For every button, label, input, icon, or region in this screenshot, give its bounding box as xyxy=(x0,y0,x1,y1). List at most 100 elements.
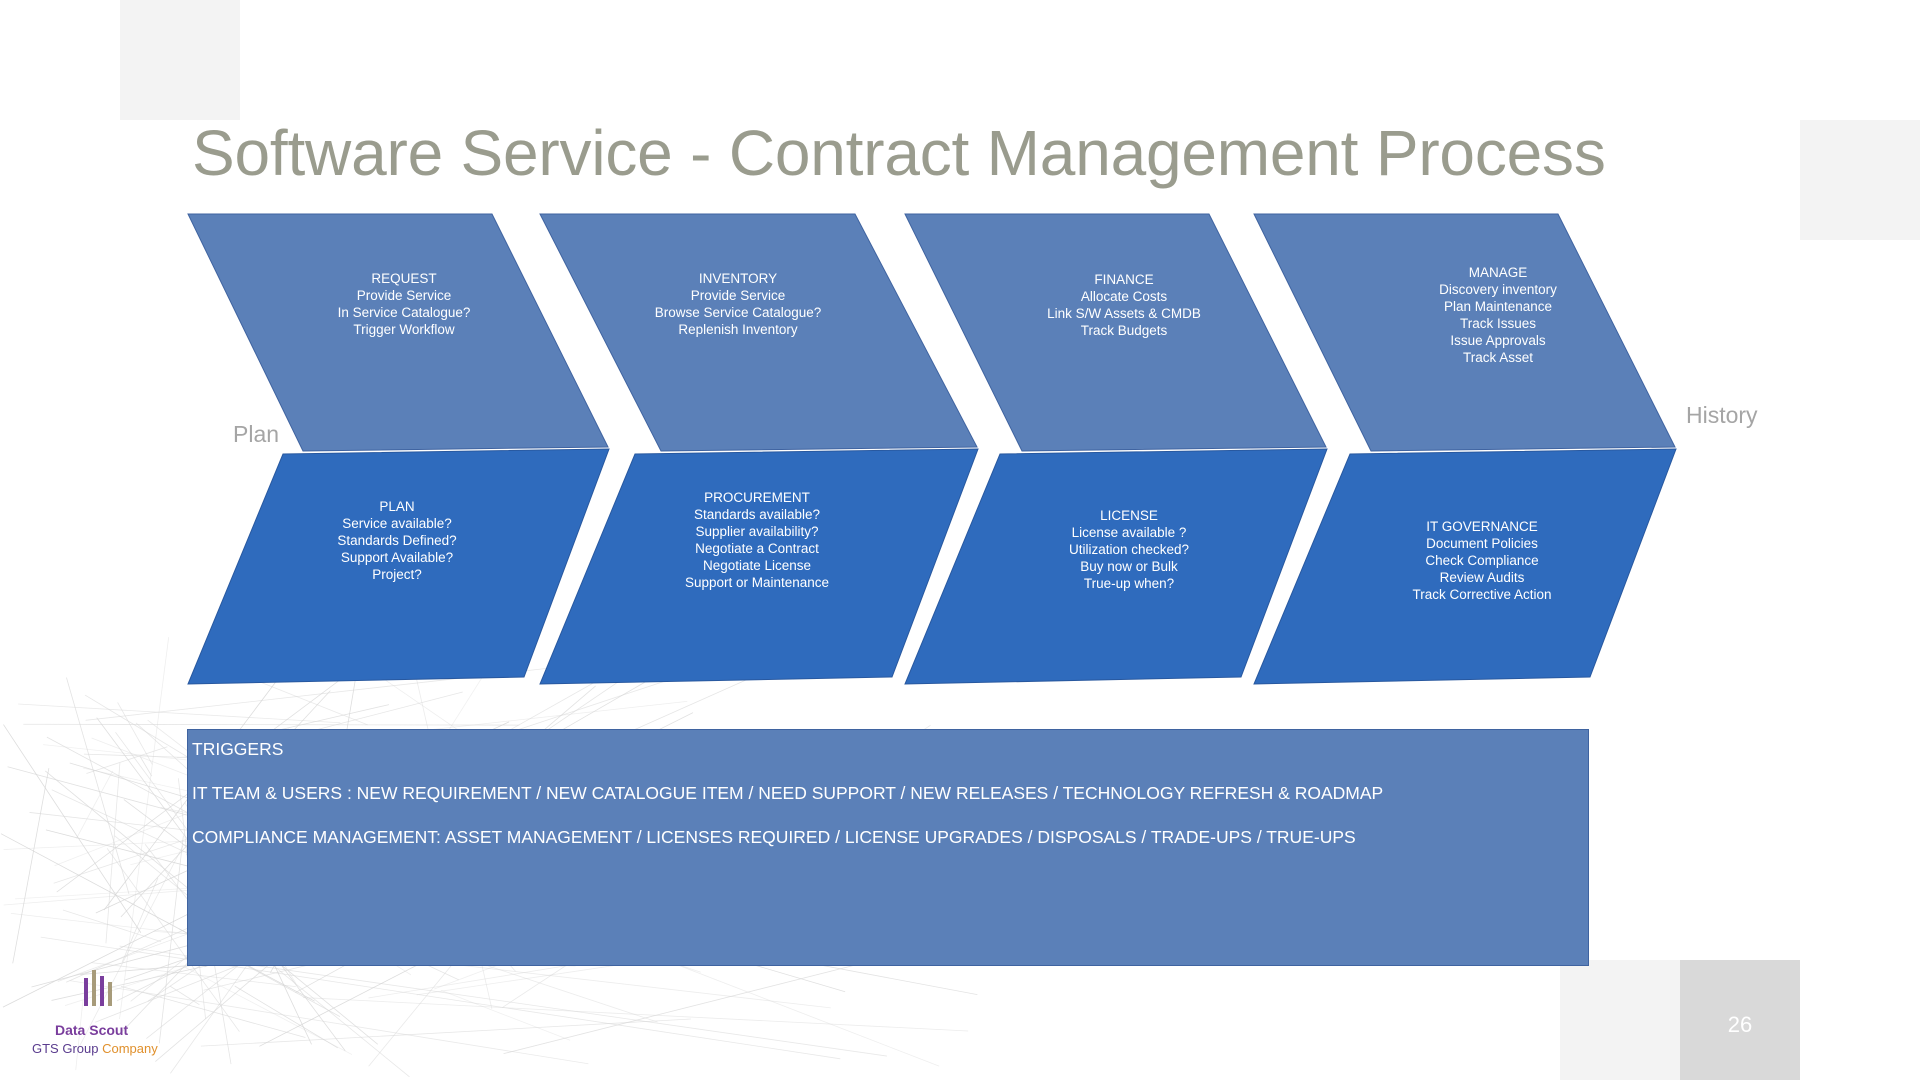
stage-item: License available ? xyxy=(1071,525,1187,540)
stage-heading: MANAGE xyxy=(1468,265,1528,280)
decor-line xyxy=(62,909,162,942)
bar-chart-logo-icon xyxy=(84,970,112,1006)
decor-square-top-left xyxy=(120,0,240,120)
top-chevrons xyxy=(187,213,1676,452)
decor-line xyxy=(106,848,240,1032)
stage-heading: PROCUREMENT xyxy=(704,490,810,505)
decor-line xyxy=(75,999,84,1071)
decor-line xyxy=(0,833,315,1002)
stage-item: Supplier availability? xyxy=(695,524,819,539)
stage-heading: INVENTORY xyxy=(698,271,778,286)
decor-line xyxy=(40,936,841,1060)
triggers-line-it-team: IT TEAM & USERS : NEW REQUIREMENT / NEW … xyxy=(192,783,1384,803)
decor-line xyxy=(66,677,130,894)
stage-item: Utilization checked? xyxy=(1068,542,1190,557)
stage-heading: PLAN xyxy=(379,499,415,514)
decor-line xyxy=(18,703,341,724)
stage-item: Track Asset xyxy=(1462,350,1534,365)
stage-item: Replenish Inventory xyxy=(678,322,798,337)
history-label: History xyxy=(1686,402,1758,428)
stage-item: Support Available? xyxy=(340,550,454,565)
stage-item: Check Compliance xyxy=(1425,553,1539,568)
logo-subtitle: GTS Group Company xyxy=(32,1041,158,1056)
chevron-finance xyxy=(904,213,1327,452)
page-number-box xyxy=(1680,960,1800,1080)
decor-line xyxy=(43,744,187,761)
decor-line xyxy=(267,704,390,734)
stage-item: Document Policies xyxy=(1426,536,1538,551)
stage-item: Negotiate License xyxy=(702,558,812,573)
chevron-license xyxy=(904,448,1328,685)
stage-item: Review Audits xyxy=(1439,570,1525,585)
logo-subtitle-accent: Company xyxy=(102,1041,158,1056)
stage-item: Provide Service xyxy=(356,288,452,303)
stage-item: Discovery inventory xyxy=(1439,282,1557,297)
stage-item: True-up when? xyxy=(1083,576,1175,591)
chevron-it-governance xyxy=(1253,448,1677,685)
process-chevron-diagram xyxy=(187,213,1677,685)
stage-heading: IT GOVERNANCE xyxy=(1426,519,1538,534)
decor-line xyxy=(76,770,114,839)
page-number: 26 xyxy=(1727,1012,1753,1037)
stage-item: Trigger Workflow xyxy=(353,322,455,337)
decor-line xyxy=(169,985,200,1006)
stage-item: In Service Catalogue? xyxy=(337,305,471,320)
chevron-request xyxy=(187,213,609,452)
decor-line xyxy=(121,877,159,963)
stage-item: Negotiate a Contract xyxy=(695,541,819,556)
triggers-line-compliance: COMPLIANCE MANAGEMENT: ASSET MANAGEMENT … xyxy=(192,827,1356,847)
decor-line xyxy=(3,724,142,933)
stage-text-license: LICENSE License available ? Utilization ch… xyxy=(1069,507,1189,592)
stage-item: Service available? xyxy=(342,516,452,531)
stage-text-plan: PLAN Service available? Standards Defined?… xyxy=(337,498,456,583)
decor-line xyxy=(12,768,50,964)
decor-square-top-right xyxy=(1800,120,1920,240)
stage-item: Link S/W Assets & CMDB xyxy=(1047,306,1201,321)
triggers-heading: TRIGGERS xyxy=(192,739,284,759)
logo-subtitle-prefix: GTS Group xyxy=(32,1041,103,1056)
decor-line xyxy=(79,845,184,1047)
stage-item: Standards available? xyxy=(693,507,821,522)
stage-item: Browse Service Catalogue? xyxy=(654,305,822,320)
stage-item: Provide Service xyxy=(690,288,786,303)
decor-line xyxy=(303,997,969,1032)
decor-line xyxy=(184,966,353,1055)
stage-heading: LICENSE xyxy=(1100,508,1158,523)
chevron-procurement xyxy=(539,448,979,685)
stage-item: Project? xyxy=(372,567,422,582)
triggers-box: TRIGGERS IT TEAM & USERS : NEW REQUIREME… xyxy=(187,729,1589,966)
decor-line xyxy=(119,637,170,1020)
logo-name: Data Scout xyxy=(55,1022,129,1038)
stage-item: Track Corrective Action xyxy=(1412,587,1552,602)
decor-line xyxy=(440,989,571,1041)
stage-text-procurement: PROCUREMENT Standards available? Supplier … xyxy=(685,489,829,591)
decor-line xyxy=(69,980,589,1065)
stage-item: Buy now or Bulk xyxy=(1080,559,1178,574)
stage-item: Plan Maintenance xyxy=(1443,299,1553,314)
decor-line xyxy=(200,1018,691,1047)
stage-item: Track Budgets xyxy=(1080,323,1168,338)
stage-item: Standards Defined? xyxy=(337,533,457,548)
bottom-chevrons xyxy=(187,448,1677,685)
decor-line xyxy=(105,762,121,944)
stage-item: Track Issues xyxy=(1459,316,1537,331)
chevron-manage xyxy=(1253,213,1676,452)
stage-item: Allocate Costs xyxy=(1080,289,1168,304)
plan-label: Plan xyxy=(233,421,280,447)
decor-line xyxy=(158,835,184,1044)
chevron-plan xyxy=(187,448,610,685)
decor-line xyxy=(85,659,625,721)
decor-line xyxy=(23,723,520,726)
stage-item: Issue Approvals xyxy=(1450,333,1546,348)
decor-square-bottom-right xyxy=(1560,960,1680,1080)
chevron-inventory xyxy=(539,213,978,452)
decor-line xyxy=(234,985,338,1049)
decor-line xyxy=(117,702,153,765)
decor-line xyxy=(245,675,368,726)
decor-line xyxy=(86,746,168,774)
